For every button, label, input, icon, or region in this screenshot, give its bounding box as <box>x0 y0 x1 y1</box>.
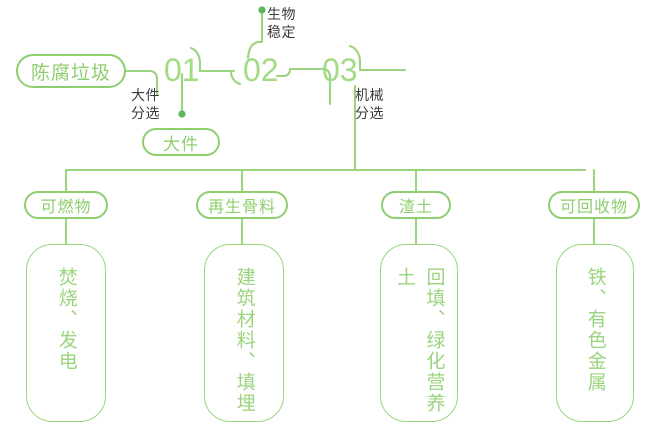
node-root-label: 陈腐垃圾 <box>30 62 111 84</box>
outcome-text: 回填、绿化营养土 <box>394 267 445 414</box>
wire-02-to-03 <box>275 67 332 88</box>
outcome-box-combustibles[interactable]: 焚烧、发电 <box>26 244 106 422</box>
arc-01-top <box>189 46 202 73</box>
outcome-box-recycled-aggregate[interactable]: 建筑材料、填埋 <box>204 244 284 422</box>
category-pill-recyclables[interactable]: 可回收物 <box>548 191 640 219</box>
arc-02-bottomleft <box>229 69 242 86</box>
outcome-text: 铁、有色金属 <box>584 267 606 393</box>
category-label: 可回收物 <box>559 199 628 216</box>
outcome-text: 焚烧、发电 <box>55 267 77 372</box>
node-bulky-output[interactable]: 大件 <box>142 128 220 156</box>
category-label: 渣土 <box>398 199 433 216</box>
wire-root-to-01 <box>124 69 159 94</box>
category-label: 再生骨料 <box>207 199 276 216</box>
stage-number-03: 03 <box>322 52 358 88</box>
annotation-mechanical-sorting: 机械 分选 <box>355 87 384 121</box>
node-root[interactable]: 陈腐垃圾 <box>16 54 126 88</box>
outcome-box-slag-soil[interactable]: 回填、绿化营养土 <box>380 244 458 422</box>
category-label: 可燃物 <box>40 199 92 216</box>
stage-number-01: 01 <box>164 52 200 88</box>
dot-bio-stabilize <box>258 6 266 14</box>
outcome-text: 建筑材料、填埋 <box>233 267 255 414</box>
category-pill-combustibles[interactable]: 可燃物 <box>24 191 108 219</box>
category-pill-recycled-aggregate[interactable]: 再生骨料 <box>196 191 288 219</box>
category-pill-slag-soil[interactable]: 渣土 <box>381 191 451 219</box>
wire-02-to-bio <box>246 8 264 60</box>
arc-03-top <box>348 44 362 72</box>
dot-bulky-sorting <box>178 110 186 118</box>
node-bulky-output-label: 大件 <box>163 134 199 154</box>
outcome-box-recyclables[interactable]: 铁、有色金属 <box>556 244 634 422</box>
annotation-bulky-sorting: 大件 分选 <box>131 87 160 121</box>
stage-number-02: 02 <box>243 52 279 88</box>
annotation-bio-stabilize: 生物 稳定 <box>267 6 296 40</box>
